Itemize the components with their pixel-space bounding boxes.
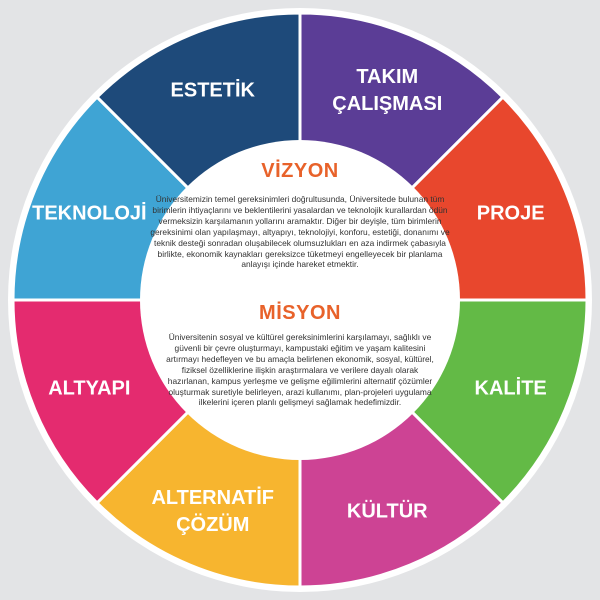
- mission-heading: MİSYON: [259, 302, 341, 324]
- vision-text: Üniversitemizin temel gereksinimleri doğ…: [150, 194, 450, 270]
- segment-label-2: PROJE: [477, 203, 545, 225]
- segment-label-8: ESTETİK: [171, 78, 256, 101]
- segment-label-line: ALTYAPI: [48, 377, 130, 399]
- segment-label-line: TEKNOLOJİ: [32, 202, 146, 225]
- center-circle: [140, 140, 460, 460]
- segment-label-line: KÜLTÜR: [347, 500, 428, 523]
- mission-text: Üniversitenin sosyal ve kültürel gereksi…: [166, 332, 434, 408]
- segment-label-line: KALİTE: [475, 376, 547, 399]
- segment-label-line: ÇALIŞMASI: [332, 93, 442, 115]
- vision-heading: VİZYON: [261, 160, 339, 182]
- segment-label-6: ALTYAPI: [48, 377, 130, 399]
- segment-label-line: PROJE: [477, 203, 545, 225]
- segment-label-5: ALTERNATİF ÇÖZÜM: [151, 486, 274, 536]
- segment-label-line: TAKIM: [356, 66, 418, 88]
- segment-label-line: ALTERNATİF: [151, 486, 274, 509]
- segment-label-line: ESTETİK: [171, 78, 256, 101]
- segment-label-3: KALİTE: [475, 376, 547, 399]
- segment-label-1: TAKIM ÇALIŞMASI: [332, 66, 442, 115]
- segment-label-4: KÜLTÜR: [347, 500, 428, 523]
- center-content: VİZYON Üniversitemizin temel gereksiniml…: [140, 148, 460, 452]
- segment-label-7: TEKNOLOJİ: [32, 202, 146, 225]
- segment-label-line: ÇÖZÜM: [176, 513, 249, 536]
